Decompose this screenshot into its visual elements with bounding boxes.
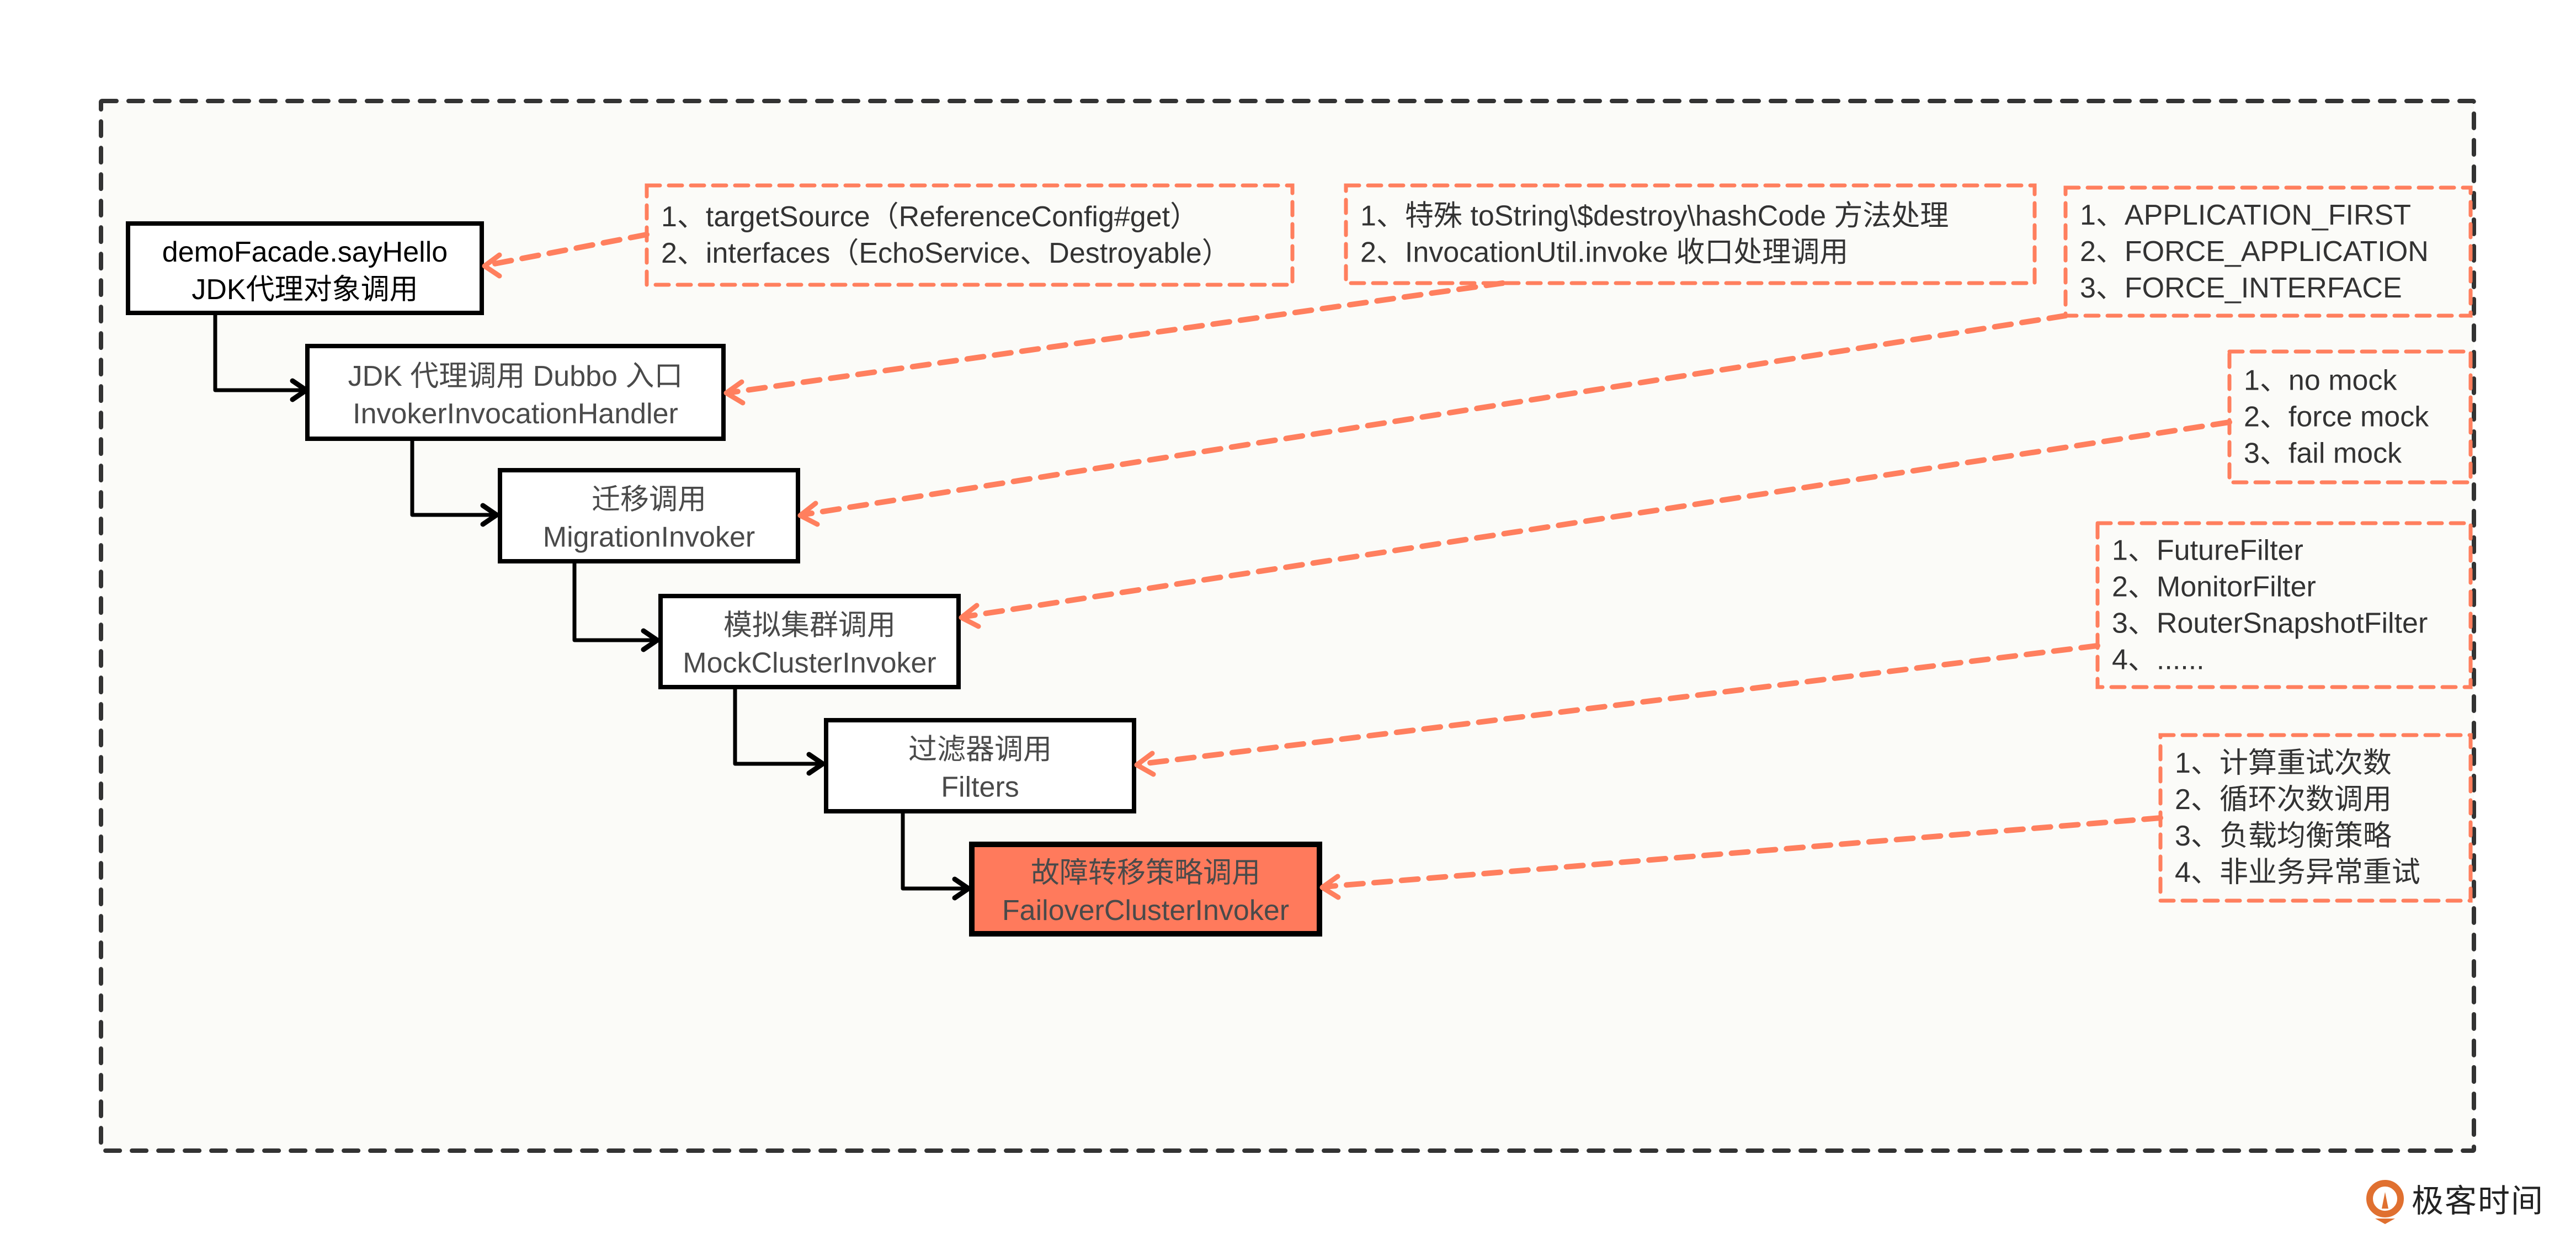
chain-node-box [658, 594, 961, 689]
chain-node-label: 过滤器调用 [908, 734, 1052, 766]
annotation-line: 4、...... [2112, 644, 2205, 676]
chain-node-class: JDK代理对象调用 [191, 274, 418, 306]
annotation-box [2227, 349, 2473, 485]
annotation-a5: 1、FutureFilter 2、MonitorFilter 3、RouterSna… [2095, 521, 2473, 689]
logo-text: 极客时间 [2412, 1183, 2544, 1219]
chain-node-n5: 过滤器调用 Filters [824, 718, 1136, 813]
chain-node-class: MigrationInvoker [543, 522, 755, 554]
annotation-line: 2、循环次数调用 [2175, 784, 2392, 816]
chain-node-box [126, 221, 484, 315]
annotation-a6: 1、计算重试次数 2、循环次数调用 3、负载均衡策略 4、非业务异常重试 [2158, 733, 2473, 903]
chain-node-n3: 迁移调用 MigrationInvoker [498, 468, 800, 563]
link-a3-n3 [797, 313, 2068, 527]
chain-node-class: Filters [941, 772, 1019, 804]
flow-arrow-n2-n3 [410, 439, 499, 527]
chain-node-class: MockClusterInvoker [683, 647, 936, 679]
annotation-line: 3、RouterSnapshotFilter [2112, 608, 2428, 640]
annotation-box [2063, 185, 2473, 318]
annotation-line: 3、负载均衡策略 [2175, 820, 2392, 852]
annotation-line: 1、特殊 toString\$destroy\hashCode 方法处理 [1360, 200, 1949, 232]
link-a5-n5 [1134, 643, 2100, 777]
chain-node-label: JDK 代理调用 Dubbo 入口 [348, 360, 683, 392]
link-a4-n4 [959, 419, 2232, 629]
flow-arrow-n3-n4 [572, 561, 660, 652]
annotation-a3: 1、APPLICATION_FIRST 2、FORCE_APPLICATION 3、… [2063, 185, 2473, 318]
annotation-line: 1、FutureFilter [2112, 535, 2303, 567]
flow-connectors [213, 313, 971, 901]
annotation-line: 1、no mock [2244, 365, 2397, 397]
geektime-logo-icon [2366, 1180, 2404, 1224]
chain-node-box [969, 842, 1322, 937]
annotation-line: 1、targetSource（ReferenceConfig#get） [661, 201, 1199, 233]
flow-arrow-n4-n5 [733, 687, 826, 776]
branding-logo: 极客时间 [2366, 1180, 2544, 1224]
chain-node-label: 迁移调用 [592, 484, 706, 516]
chain-node-box [305, 344, 726, 441]
annotation-box [1344, 183, 2037, 285]
link-a2-n2 [723, 280, 1505, 406]
annotation-line: 2、FORCE_APPLICATION [2080, 236, 2429, 268]
annotation-line: 2、InvocationUtil.invoke 收口处理调用 [1360, 237, 1848, 269]
chain-node-box [824, 718, 1136, 813]
annotation-line: 2、force mock [2244, 401, 2429, 433]
annotation-a2: 1、特殊 toString\$destroy\hashCode 方法处理 2、In… [1344, 183, 2037, 285]
chain-node-n4: 模拟集群调用 MockClusterInvoker [658, 594, 961, 689]
chain-node-label: demoFacade.sayHello [162, 236, 448, 268]
annotation-links [482, 232, 2232, 900]
link-a1-n1 [482, 232, 650, 279]
annotation-box [2095, 521, 2473, 689]
annotation-line: 2、interfaces（EchoService、Destroyable） [661, 237, 1231, 269]
annotation-a1: 1、targetSource（ReferenceConfig#get） 2、int… [645, 183, 1295, 287]
flow-arrow-n5-n6 [901, 811, 971, 901]
chain-node-n2: JDK 代理调用 Dubbo 入口 InvokerInvocationHandle… [305, 344, 726, 441]
annotation-a4: 1、no mock 2、force mock 3、fail mock [2227, 349, 2473, 485]
annotation-line: 4、非业务异常重试 [2175, 857, 2420, 889]
chain-node-label: 故障转移策略调用 [1031, 857, 1260, 889]
annotation-line: 1、计算重试次数 [2175, 747, 2392, 779]
chain-node-class: InvokerInvocationHandler [353, 398, 678, 430]
annotation-line: 3、fail mock [2244, 438, 2402, 470]
annotation-line: 3、FORCE_INTERFACE [2080, 272, 2402, 304]
annotation-line: 2、MonitorFilter [2112, 571, 2316, 603]
annotation-line: 1、APPLICATION_FIRST [2080, 199, 2411, 231]
chain-node-n6: 故障转移策略调用 FailoverClusterInvoker [969, 842, 1322, 937]
chain-node-class: FailoverClusterInvoker [1002, 895, 1289, 927]
link-a6-n6 [1319, 815, 2163, 900]
chain-node-label: 模拟集群调用 [723, 610, 896, 642]
